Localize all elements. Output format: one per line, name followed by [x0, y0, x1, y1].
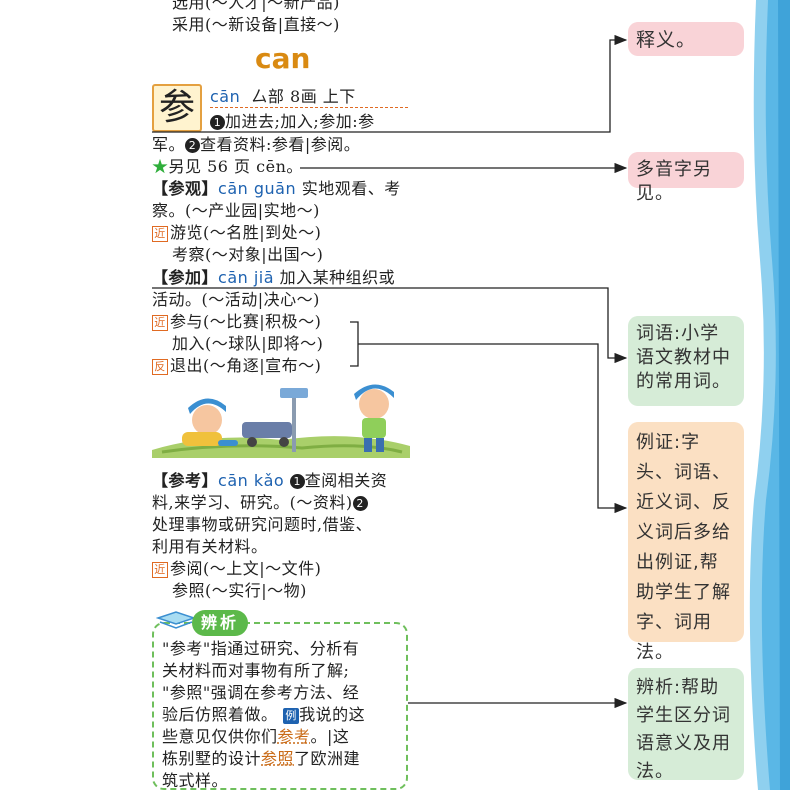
- word-canjia-syn1: 参与(～比赛|积极～): [170, 312, 322, 331]
- callout-duoyin: 多音字另见。: [628, 152, 744, 204]
- word-canjia-def-b: 活动。(～活动|决心～): [152, 290, 320, 309]
- word-cankao-def-b: 料,来学习、研究。(～资料): [152, 493, 353, 512]
- word-cankao-def-d: 利用有关材料。: [152, 537, 268, 556]
- head-character-box: 参: [152, 84, 202, 132]
- word-canguan-line1: 【参观】cān guān 实地观看、考: [152, 178, 401, 199]
- word-cankao-head: 【参考】: [152, 471, 219, 490]
- bianxi-l2: 关材料而对事物有所了解;: [162, 661, 350, 680]
- word-cankao-pinyin: cān kǎo: [218, 471, 285, 490]
- cankao-def2-num: 2: [352, 496, 368, 511]
- word-canjia-syn2: 加入(～球队|即将～): [172, 334, 324, 353]
- bianxi-l5b: 。|这: [310, 727, 350, 746]
- bianxi-l6b: 了欧洲建: [294, 749, 361, 768]
- cankao-def1-num: 1: [289, 474, 305, 489]
- bianxi-l7: 筑式样。: [162, 771, 229, 790]
- word-canguan-def-b: 察。(～产业园|实地～): [152, 201, 320, 220]
- callout-bianxi: 辨析:帮助学生区分词语意义及用法。: [628, 668, 744, 782]
- bianxi-box: [152, 622, 408, 790]
- bianxi-l6a: 栋别墅的设计: [162, 749, 262, 768]
- word-canjia-line1: 【参加】cān jiā 加入某种组织或: [152, 267, 395, 288]
- bianxi-label-text: 辨析: [200, 613, 239, 632]
- word-canguan-pinyin: cān guān: [218, 179, 297, 198]
- bianxi-l4b: 我说的这: [299, 705, 366, 724]
- callout-lizheng: 例证:字头、词语、近义词、反义词后多给出例证,帮助学生了解字、词用法。: [628, 422, 744, 663]
- bianxi-label: 辨析: [192, 610, 248, 636]
- word-canjia-ant1-line: 反退出(～角逐|宣布～): [152, 355, 321, 376]
- word-canjia-syn1-line: 近参与(～比赛|积极～): [152, 311, 321, 332]
- bianxi-l4: 验后仿照着做。: [162, 705, 278, 724]
- see-also-line: ★另见 56 页 cēn。: [152, 156, 303, 177]
- entry-pinyin: cān: [210, 87, 241, 106]
- word-canjia-def-a: 加入某种组织或: [279, 268, 396, 287]
- star-icon: ★: [152, 157, 169, 176]
- kids-illustration: [152, 384, 410, 458]
- bianxi-l5-line: 些意见仅供你们参考。|这: [162, 726, 349, 747]
- see-also-text: 另见 56 页 cēn。: [168, 157, 303, 176]
- top-line-1: 选用(～人才|～新产品): [172, 0, 340, 12]
- bianxi-l5a: 些意见仅供你们: [162, 727, 278, 746]
- def2-num-badge: 2: [185, 138, 201, 153]
- entry-radical-info: 厶部 8画 上下: [251, 87, 356, 106]
- entry-header: cān 厶部 8画 上下: [210, 86, 356, 107]
- word-canguan-syn1-line: 近游览(～名胜|到处～): [152, 222, 321, 243]
- word-cankao-def-c: 处理事物或研究问题时,借鉴、: [152, 515, 373, 534]
- word-cankao-syn1-line: 近参阅(～上文|～文件): [152, 558, 321, 579]
- bianxi-l6-line: 栋别墅的设计参照了欧洲建: [162, 748, 360, 769]
- entry-def2: 查看资料:参看|参阅。: [200, 135, 361, 154]
- word-canjia-ant1: 退出(～角逐|宣布～): [170, 356, 322, 375]
- section-title: can: [255, 42, 311, 75]
- top-line-2: 采用(～新设备|直接～): [172, 15, 340, 34]
- word-canguan-syn1: 游览(～名胜|到处～): [170, 223, 322, 242]
- word-canguan-syn2: 考察(～对象|出国～): [172, 245, 324, 264]
- bianxi-l5-highlight: 参考: [277, 727, 311, 746]
- bianxi-l4-line: 验后仿照着做。 例我说的这: [162, 704, 365, 725]
- word-cankao-line2: 料,来学习、研究。(～资料)2: [152, 492, 368, 513]
- header-dotted-rule: [210, 107, 408, 108]
- word-canguan-def-a: 实地观看、考: [301, 179, 401, 198]
- word-canguan-head: 【参观】: [152, 179, 219, 198]
- word-canjia-head: 【参加】: [152, 268, 219, 287]
- word-cankao-def-a: 查阅相关资: [304, 471, 388, 490]
- bianxi-l3: "参照"强调在参考方法、经: [162, 683, 360, 702]
- word-cankao-syn2: 参照(～实行|～物): [172, 581, 307, 600]
- def1-num-badge: 1: [210, 115, 225, 130]
- head-character: 参: [158, 87, 195, 128]
- side-band-decoration: [749, 0, 790, 790]
- jin-mark: 近: [152, 562, 168, 578]
- jin-mark: 近: [152, 226, 168, 242]
- entry-def1a: 加进去;加入;参加:参: [225, 112, 375, 131]
- callout-shiyi: 释义。: [628, 22, 744, 56]
- li-mark: 例: [283, 708, 300, 724]
- bianxi-l1: "参考"指通过研究、分析有: [162, 639, 360, 658]
- jin-mark: 近: [152, 315, 168, 331]
- bianxi-l6-highlight: 参照: [261, 749, 295, 768]
- callout-ciyu: 词语:小学语文教材中的常用词。: [628, 316, 744, 406]
- word-cankao-syn1: 参阅(～上文|～文件): [170, 559, 322, 578]
- fan-mark: 反: [152, 359, 168, 375]
- entry-def1b: 军。: [152, 135, 186, 154]
- book-icon: [155, 610, 197, 634]
- word-canjia-pinyin: cān jiā: [218, 268, 275, 287]
